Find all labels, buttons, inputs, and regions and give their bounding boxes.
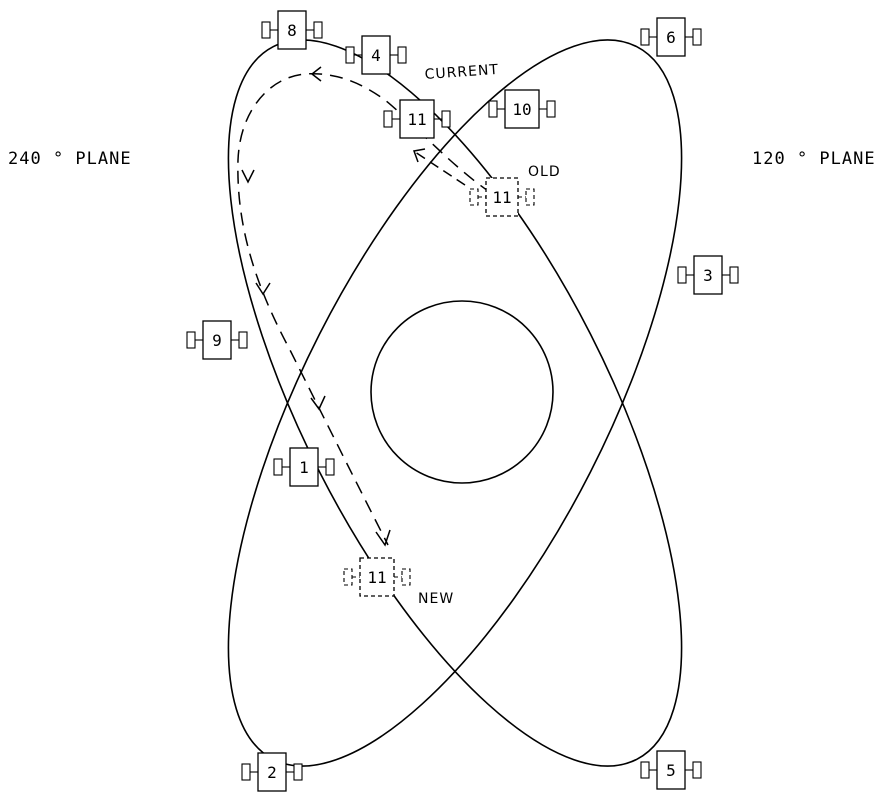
sat-2: 2	[241, 752, 303, 792]
satellite-body	[277, 10, 307, 50]
solar-panel-left	[488, 100, 498, 118]
arrowhead-left-upper	[241, 169, 255, 184]
solar-panel-right	[293, 763, 303, 781]
satellite-number: 11	[407, 110, 426, 129]
solar-panel-left	[469, 188, 479, 206]
sat-11-old: 11	[469, 177, 535, 217]
sat-11-new: 11	[343, 557, 411, 597]
sat-8: 8	[261, 10, 323, 50]
solar-panel-right	[397, 46, 407, 64]
satellite-number: 1	[299, 458, 309, 477]
satellite-body	[359, 557, 395, 597]
sat-5: 5	[640, 750, 702, 790]
solar-panel-right	[313, 21, 323, 39]
satellite-number: 6	[666, 28, 676, 47]
solar-panel-right	[525, 188, 535, 206]
sat-1: 1	[273, 447, 335, 487]
sat-10: 10	[488, 89, 556, 129]
plane-label-120: 120 ° PLANE	[752, 149, 876, 169]
arrowhead-top	[310, 66, 322, 82]
solar-panel-left	[261, 21, 271, 39]
satellite-number: 10	[512, 100, 531, 119]
solar-panel-right	[238, 331, 248, 349]
solar-panel-right	[401, 568, 411, 586]
satellite-number: 8	[287, 21, 297, 40]
satellite-body	[485, 177, 519, 217]
plane-label-240: 240 ° PLANE	[8, 149, 132, 169]
solar-panel-right	[692, 761, 702, 779]
arrowhead-middle	[310, 395, 326, 411]
satellite-body	[504, 89, 540, 129]
satellite-body	[693, 255, 723, 295]
solar-panel-right	[325, 458, 335, 476]
orbit-240-plane	[227, 39, 683, 767]
satellite-body	[202, 320, 232, 360]
sat-6: 6	[640, 17, 702, 57]
solar-panel-left	[241, 763, 251, 781]
annotation-new: NEW	[418, 591, 454, 607]
reposition-path	[237, 73, 492, 546]
satellite-number: 9	[212, 331, 222, 350]
solar-panel-left	[640, 761, 650, 779]
move-arrow-old-to-current	[412, 148, 466, 186]
solar-panel-right	[692, 28, 702, 46]
solar-panel-left	[273, 458, 283, 476]
annotation-current: CURRENT	[424, 62, 499, 83]
sat-4: 4	[345, 35, 407, 75]
solar-panel-left	[677, 266, 687, 284]
arrowhead-left-lower	[255, 282, 271, 296]
satellite-body	[656, 17, 686, 57]
solar-panel-left	[640, 28, 650, 46]
solar-panel-right	[729, 266, 739, 284]
sat-11-current: 11	[383, 99, 451, 139]
satellite-number: 2	[267, 763, 277, 782]
solar-panel-left	[343, 568, 353, 586]
satellite-number: 5	[666, 761, 676, 780]
earth-circle	[370, 300, 554, 484]
solar-panel-right	[441, 110, 451, 128]
sat-3: 3	[677, 255, 739, 295]
satellite-number: 11	[367, 568, 386, 587]
satellite-number: 3	[703, 266, 713, 285]
satellite-body	[361, 35, 391, 75]
satellite-number: 4	[371, 46, 381, 65]
solar-panel-left	[186, 331, 196, 349]
satellite-body	[399, 99, 435, 139]
satellite-body	[656, 750, 686, 790]
satellite-body	[257, 752, 287, 792]
solar-panel-left	[345, 46, 355, 64]
orbit-120-plane	[227, 39, 683, 767]
satellite-number: 11	[492, 188, 511, 207]
arrowhead-bottom	[375, 529, 391, 547]
annotation-old: OLD	[528, 164, 561, 180]
satellite-body	[289, 447, 319, 487]
sat-9: 9	[186, 320, 248, 360]
solar-panel-left	[383, 110, 393, 128]
solar-panel-right	[546, 100, 556, 118]
